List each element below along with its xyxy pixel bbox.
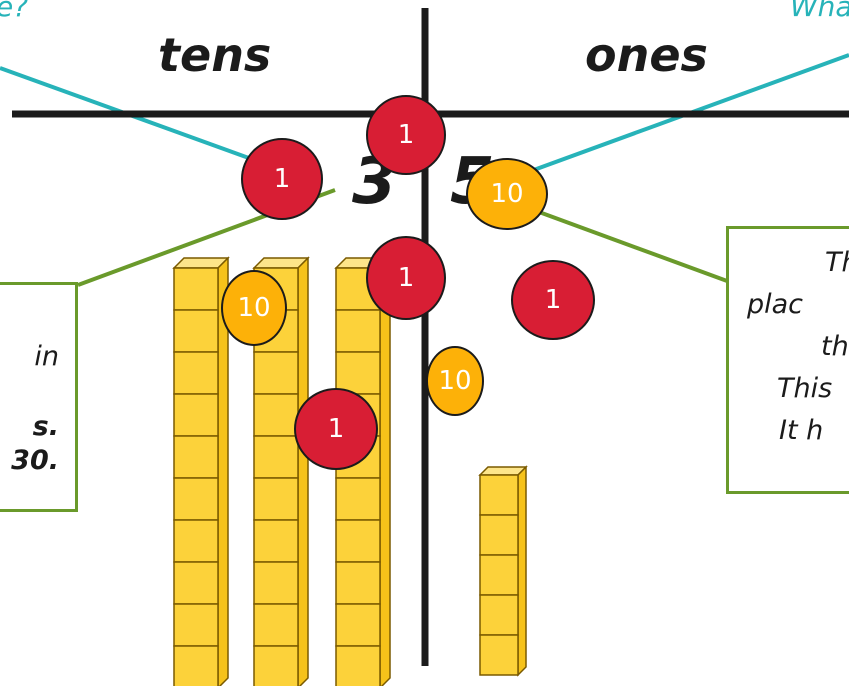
one-cube xyxy=(479,554,519,596)
ten-rod-cube xyxy=(253,561,299,605)
ten-rod-side xyxy=(297,256,309,686)
one-cube xyxy=(479,514,519,556)
counter-one-1[interactable]: 1 xyxy=(241,138,323,220)
ten-rod-cube xyxy=(173,603,219,647)
tens-box-line-1: in xyxy=(34,341,59,372)
ten-rod-side xyxy=(379,256,391,686)
one-cube xyxy=(479,634,519,676)
ones-box-line-3: th xyxy=(821,331,849,362)
ten-rod-cube xyxy=(335,477,381,521)
ten-rod-cube xyxy=(173,645,219,686)
tens-explanation-box: in s. 30. xyxy=(0,282,78,512)
ten-rod-cube xyxy=(253,435,299,479)
ten-rod-cube xyxy=(253,519,299,563)
ten-rod-cube xyxy=(173,477,219,521)
ten-rod-cube xyxy=(335,519,381,563)
question-right: Wha xyxy=(790,0,849,23)
counter-ten-2[interactable]: 10 xyxy=(221,270,287,346)
ten-rod-cube xyxy=(173,519,219,563)
counter-one-4[interactable]: 1 xyxy=(511,260,595,340)
ten-rod-cube xyxy=(335,645,381,686)
teal-pointer-left xyxy=(0,66,283,172)
ones-box-line-2: plac xyxy=(747,289,804,320)
tens-heading: tens xyxy=(158,28,272,82)
ones-box-line-4: This xyxy=(777,373,833,404)
counter-one-5[interactable]: 1 xyxy=(294,388,378,470)
green-pointer-right xyxy=(519,203,739,287)
ten-rod-cube xyxy=(173,435,219,479)
one-cube xyxy=(479,594,519,636)
ten-rod-cube xyxy=(173,267,219,311)
counter-ten-1[interactable]: 10 xyxy=(466,158,548,230)
tens-box-line-3: 30. xyxy=(11,445,59,476)
ones-explanation-box: Th plac th This It h xyxy=(726,226,849,494)
ten-rod-cube xyxy=(253,603,299,647)
ten-rod-cube xyxy=(173,309,219,353)
counter-one-3[interactable]: 1 xyxy=(366,236,446,320)
ten-rod-cube xyxy=(173,351,219,395)
ones-heading: ones xyxy=(585,28,708,82)
ten-rod-cube xyxy=(253,477,299,521)
ones-box-line-1: Th xyxy=(825,247,849,278)
counter-one-2[interactable]: 1 xyxy=(366,95,446,175)
ten-rod-cube xyxy=(253,351,299,395)
one-cube xyxy=(479,474,519,516)
counter-ten-3[interactable]: 10 xyxy=(426,346,484,416)
ten-rod-cube xyxy=(335,561,381,605)
ten-rod-cube xyxy=(253,645,299,686)
ten-rod-cube xyxy=(173,561,219,605)
ten-rod-cube xyxy=(253,393,299,437)
ten-rod-cube xyxy=(335,309,381,353)
ones-stack-side xyxy=(517,465,527,677)
tens-box-line-2: s. xyxy=(32,411,59,442)
question-left: e? xyxy=(0,0,29,23)
ones-box-line-5: It h xyxy=(779,415,824,446)
ten-rod-cube xyxy=(173,393,219,437)
ten-rod-cube xyxy=(335,603,381,647)
